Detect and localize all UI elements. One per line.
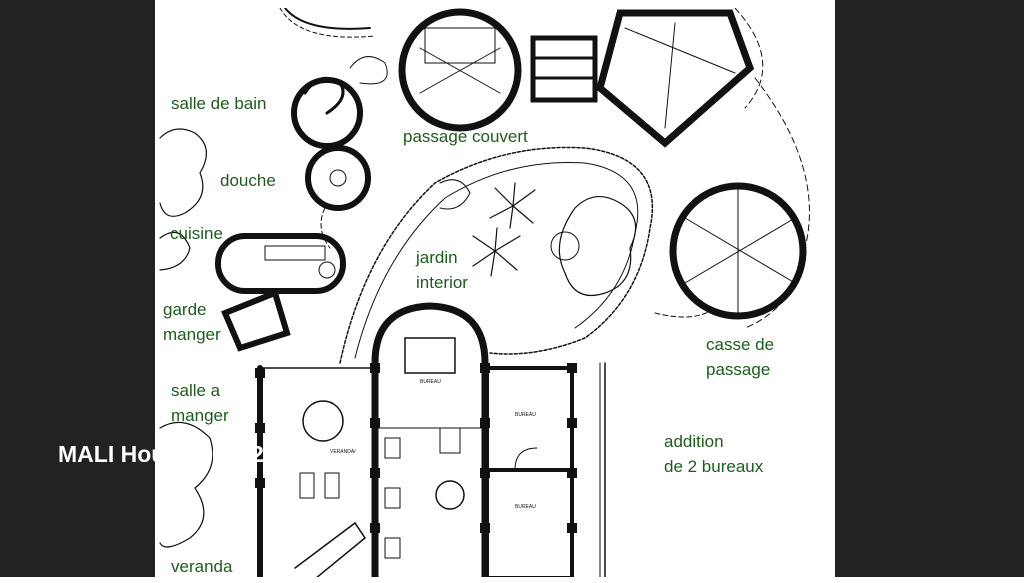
label-garde-manger: garde manger [163, 300, 221, 344]
slide-caption: MALI House plan 2 [58, 441, 264, 467]
label-salle-a-manger: salle a manger [171, 381, 229, 425]
passage-corridor [530, 35, 598, 103]
label-cuisine: cuisine [170, 224, 223, 243]
room-tag-bureau-2: BUREAU [515, 412, 536, 418]
label-veranda: veranda [171, 557, 233, 576]
room-tag-bureau-1: BUREAU [420, 379, 441, 385]
floor-plan-drawing: BUREAU BUREAU BUREAU VERANDA/ [159, 8, 810, 577]
bath-room [291, 77, 363, 149]
entry-stair [294, 521, 367, 577]
round-room-top [398, 8, 522, 132]
shrub-left-bottom [159, 421, 214, 548]
column-posts [255, 363, 577, 533]
central-bureau [371, 302, 489, 577]
label-douche: douche [220, 171, 276, 190]
left-black-bar [0, 0, 155, 583]
room-tag-veranda-sejour: VERANDA/ [330, 449, 356, 455]
kitchen [215, 233, 346, 294]
addition-bureaux [485, 366, 574, 577]
shower-room [305, 145, 371, 211]
diamond-room [596, 9, 755, 148]
garden-palm-2 [472, 227, 521, 277]
label-passage-couvert: passage couvert [403, 127, 528, 146]
right-black-bar [835, 0, 1024, 583]
garden-palm-1 [489, 182, 536, 229]
shrub-left-top [159, 128, 207, 217]
label-addition-bureaux: addition de 2 bureaux [664, 432, 764, 476]
bottom-margin [0, 577, 1024, 583]
top-margin [0, 0, 1024, 8]
top-path [284, 8, 371, 30]
room-tag-bureau-3: BUREAU [515, 504, 536, 510]
garden-tree [558, 196, 637, 297]
label-casse-de-passage: casse de passage [706, 335, 775, 379]
pantry [221, 288, 291, 352]
label-salle-de-bain: salle de bain [171, 94, 267, 113]
label-jardin-interior: jardin interior [416, 248, 468, 292]
interior-garden [339, 146, 654, 364]
veranda-sejour [259, 367, 376, 577]
